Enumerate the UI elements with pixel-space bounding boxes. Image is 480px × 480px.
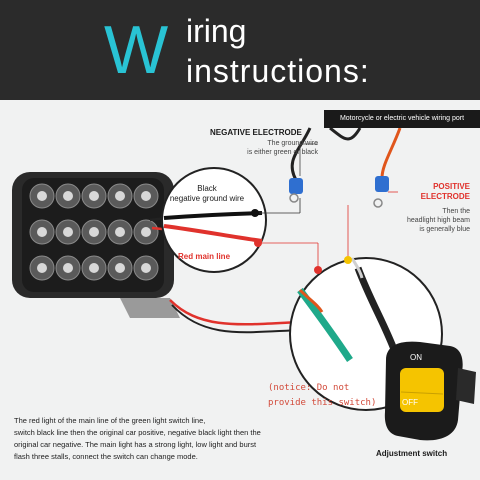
negative-ring-terminal <box>289 193 299 203</box>
harness-loop-wire <box>329 126 362 141</box>
led-chip <box>89 227 99 237</box>
switch-off-label: OFF <box>402 398 418 407</box>
negative-electrode-title: NEGATIVE ELECTRODE <box>210 128 302 137</box>
wiring-port-label: Motorcycle or electric vehicle wiring po… <box>324 110 480 128</box>
led-chip <box>141 191 151 201</box>
led-chip <box>63 227 73 237</box>
led-chip <box>37 263 47 273</box>
notice-line-1: (notice: Do not <box>268 383 350 393</box>
positive-connector <box>375 176 389 192</box>
led-chip <box>63 191 73 201</box>
mount-bracket <box>120 298 180 318</box>
red-wire-dot <box>254 239 262 247</box>
yellow-wire-dot <box>344 256 352 264</box>
led-chip <box>115 227 125 237</box>
led-chip <box>141 263 151 273</box>
title-big-letter: W <box>104 12 168 88</box>
led-chip <box>63 263 73 273</box>
led-chip <box>115 263 125 273</box>
led-chip <box>37 227 47 237</box>
positive-electrode-title: POSITIVE ELECTRODE <box>420 182 470 201</box>
harness-orange-wire <box>380 127 402 179</box>
magnifier-lamp-wires <box>161 167 267 273</box>
lamp-black-wire-lower <box>171 304 303 334</box>
green-wire-core <box>298 288 324 313</box>
negative-connector <box>289 178 303 194</box>
switch-clamp <box>456 368 476 404</box>
black-wire-label: Black negative ground wire <box>169 184 245 203</box>
led-chip <box>89 263 99 273</box>
title-line-1: iring <box>186 13 247 49</box>
red-wire-label: Red main line <box>178 252 231 261</box>
green-wire-dot <box>314 266 322 274</box>
header-banner <box>0 0 480 100</box>
black-wire-core <box>350 257 364 279</box>
switch-on-label: ON <box>410 353 422 362</box>
notice-line-2: provide this switch) <box>268 398 377 408</box>
led-chip <box>141 227 151 237</box>
harness-black-wire <box>290 127 312 181</box>
lamp-red-wire-lower <box>169 299 301 326</box>
black-wire-dot <box>251 209 259 217</box>
led-chip <box>89 191 99 201</box>
adjustment-switch-label: Adjustment switch <box>376 449 448 458</box>
title-line-2: instructions: <box>186 53 370 89</box>
rocker-button <box>400 368 444 412</box>
positive-ring-terminal <box>373 198 383 208</box>
led-chip <box>115 191 125 201</box>
negative-electrode-desc: The ground wire is either green or black <box>247 140 318 156</box>
instructions-text: The red light of the main line of the gr… <box>14 416 261 461</box>
led-array <box>29 183 159 281</box>
positive-electrode-desc: Then the headlight high beam is generall… <box>406 208 470 233</box>
switch-body <box>384 341 476 441</box>
led-chip <box>37 191 47 201</box>
